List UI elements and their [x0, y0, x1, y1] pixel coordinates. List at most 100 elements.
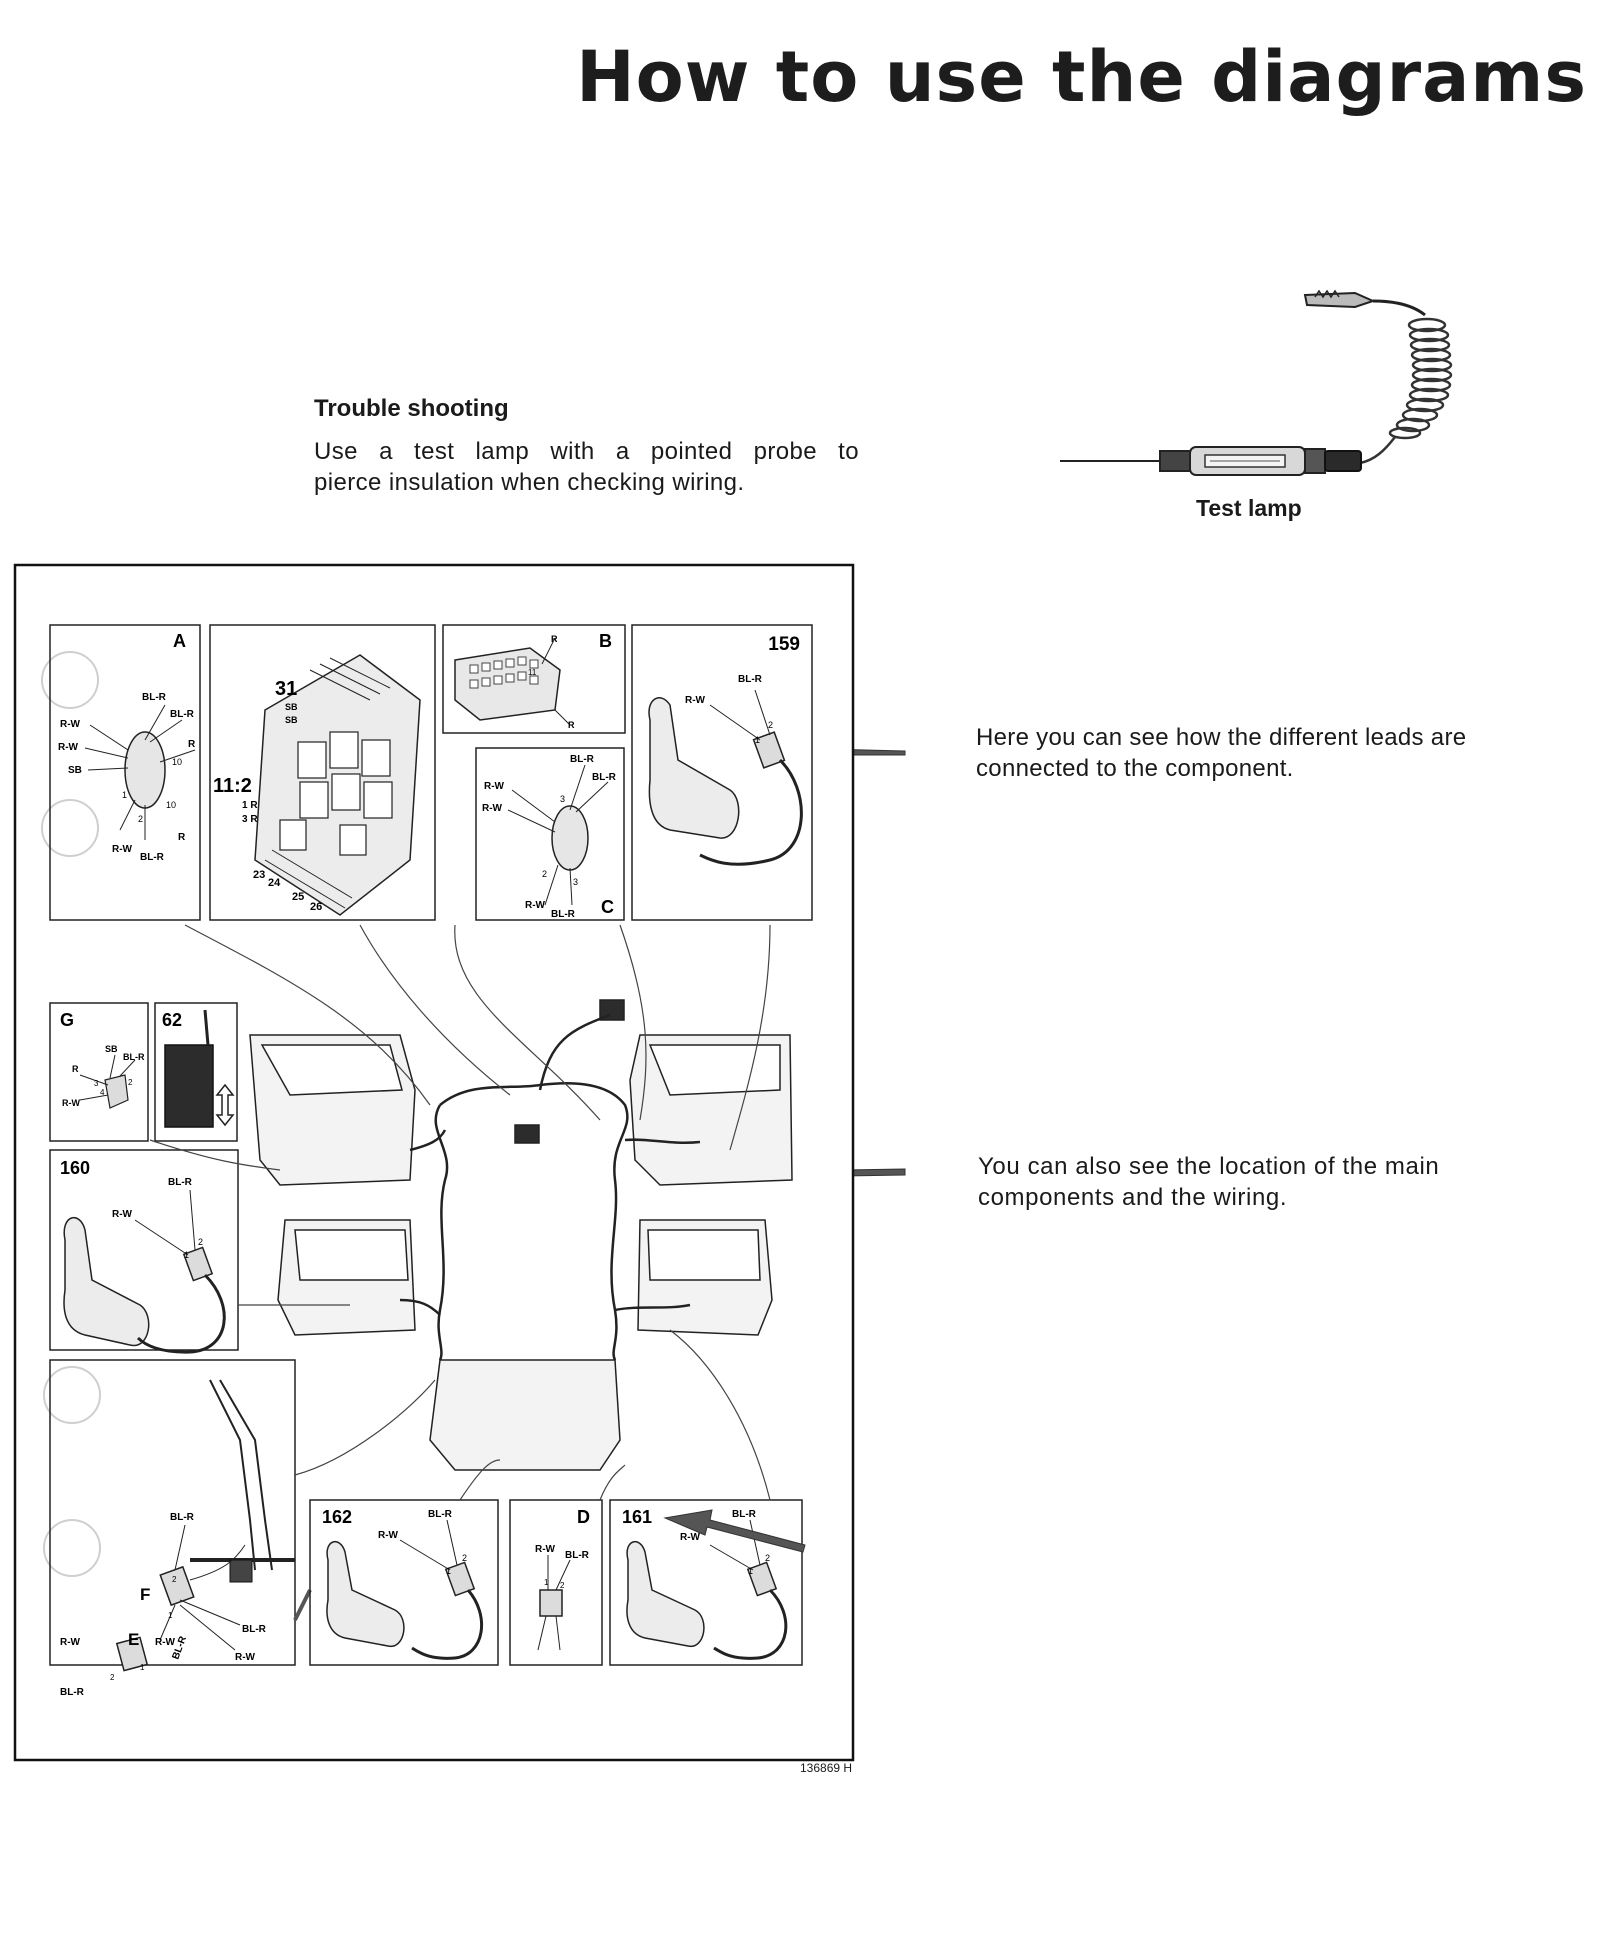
relay-box [599, 999, 625, 1021]
lock-motor-162 [326, 1541, 405, 1647]
wiring-diagram: A BL-R BL-R R-W R-W SB R 10 10 R R-W BL-… [13, 563, 855, 1762]
panel-c-wire-label: BL-R [551, 909, 576, 920]
panel-ef-wire-label: BL-R [170, 1512, 195, 1523]
panel-160-wire-label: BL-R [168, 1177, 193, 1188]
panel-c-pin-label: 3 [560, 794, 565, 804]
trouble-shooting-line-2: pierce insulation when checking wiring. [314, 469, 745, 496]
trouble-shooting-line-1: Use a test lamp with a pointed probe to [314, 438, 859, 465]
switch-e [115, 1636, 149, 1672]
panel-62-label: 62 [162, 1010, 182, 1030]
panel-a-wire-label: R-W [58, 742, 79, 753]
note-leads-connection: Here you can see how the different leads… [976, 724, 1467, 782]
panel-d-wire-label: R-W [535, 1544, 556, 1555]
panel-ef-wire-label: BL-R [60, 1687, 85, 1698]
fuse-box-wire-label: SB [285, 702, 298, 712]
panel-160-pin-label: 2 [198, 1237, 203, 1247]
panel-c-wire-label: R-W [482, 803, 503, 814]
panel-a-pin-label: 1 [122, 790, 127, 800]
panel-e-label: E [128, 1630, 139, 1649]
panel-c-connector [551, 805, 589, 871]
panel-a-pin-label: 10 [172, 757, 182, 767]
central-lock-unit-62 [164, 1044, 214, 1128]
panel-a-connector [124, 731, 166, 809]
panel-d-pin-label: 2 [560, 1581, 565, 1590]
panel-ef-wire-label: R-W [155, 1637, 176, 1648]
panel-a-wire-label: BL-R [170, 709, 195, 720]
panel-ef-pin-label: 1 [140, 1663, 145, 1672]
panel-31-label: 31 [275, 678, 297, 700]
panel-a-wire-label: R [178, 832, 186, 843]
panel-162-pin-label: 2 [462, 1553, 467, 1563]
panel-62: 62 [154, 1002, 238, 1142]
panel-b-wire-label: R [568, 720, 575, 730]
fuse-label: 25 [292, 891, 304, 903]
panel-159-wire-label: BL-R [738, 674, 763, 685]
panel-g-wire-label: R [72, 1064, 79, 1074]
panel-c-label: C [601, 897, 614, 917]
panel-159-wire-label: R-W [685, 695, 706, 706]
panel-g-pin-label: 3 [94, 1079, 99, 1088]
panel-d-wire-label: BL-R [565, 1550, 590, 1561]
panel-161-pin-label: 1 [748, 1566, 753, 1576]
panel-f-label: F [140, 1585, 150, 1604]
panel-161-pin-label: 2 [765, 1553, 770, 1563]
lock-motor-159 [648, 697, 740, 839]
panel-160-pin-label: 1 [184, 1250, 189, 1260]
panel-c-wire-label: BL-R [592, 772, 617, 783]
panel-ef-pin-label: 1 [168, 1611, 173, 1620]
lock-motor-161 [626, 1541, 705, 1647]
panel-a-wire-label: R-W [112, 844, 133, 855]
trouble-shooting-heading: Trouble shooting [314, 395, 509, 422]
panel-a-wire-label: BL-R [142, 692, 167, 703]
wiring-harness [399, 1013, 701, 1361]
leader-lines [149, 924, 771, 1501]
panel-b-label: B [599, 631, 612, 651]
panel-a-wire-label: SB [68, 765, 82, 776]
panel-e-f: BL-R F BL-R R-W E R-W BL-R R-W BL-R 1 2 … [49, 1359, 312, 1698]
panel-d-connector [539, 1589, 563, 1617]
panel-g-label: G [60, 1010, 74, 1030]
panel-d: D R-W BL-R 1 2 [509, 1499, 603, 1666]
arrow-to-161-icon [663, 1509, 806, 1553]
panel-b-pin-label: 11 [528, 668, 537, 677]
diagram-reference-number: 136869 H [800, 1761, 853, 1775]
car-layout [249, 999, 793, 1471]
panel-162: 162 BL-R R-W 2 1 [309, 1499, 499, 1666]
coiled-cable [1388, 317, 1453, 440]
panel-g-switch [104, 1074, 129, 1109]
fuse-label: 1 R [242, 800, 258, 811]
panel-a-wire-label: BL-R [140, 852, 165, 863]
panel-g-wire-label: SB [105, 1044, 118, 1054]
fuse-label: 3 R [242, 814, 258, 825]
panel-159-label: 159 [768, 634, 800, 655]
panel-c: C BL-R BL-R R-W R-W R-W BL-R 3 2 3 [475, 747, 625, 921]
panel-a-label: A [173, 631, 186, 651]
panel-a: A BL-R BL-R R-W R-W SB R 10 10 R R-W BL-… [49, 624, 201, 921]
panel-162-wire-label: BL-R [428, 1509, 453, 1520]
fuse-label: 26 [310, 901, 322, 913]
panel-161-wire-label: BL-R [732, 1509, 757, 1520]
panel-c-wire-label: BL-R [570, 754, 595, 765]
fuse-label: 24 [268, 877, 281, 889]
panel-c-pin-label: 3 [573, 877, 578, 887]
panel-b: B R 11 R [442, 624, 626, 734]
panel-g-wire-label: R-W [62, 1098, 80, 1108]
up-down-arrow-icon [215, 1083, 235, 1127]
panel-ef-wire-label: R-W [60, 1637, 81, 1648]
panel-d-pin-label: 1 [544, 1578, 549, 1587]
panel-a-wire-label: R-W [60, 719, 81, 730]
binder-holes [41, 651, 101, 1577]
panel-g-wire-label: BL-R [123, 1052, 145, 1062]
panel-159-pin-label: 1 [755, 735, 760, 745]
panel-a-pin-label: 10 [166, 800, 176, 810]
panel-161-wire-label: R-W [680, 1532, 701, 1543]
panel-162-wire-label: R-W [378, 1530, 399, 1541]
panel-159-pin-label: 2 [768, 720, 773, 730]
panel-b-wire-label: R [551, 634, 558, 644]
lock-motor-160 [63, 1216, 150, 1347]
note-component-location: You can also see the location of the mai… [978, 1153, 1440, 1211]
test-lamp-caption: Test lamp [1196, 495, 1302, 521]
panel-c-wire-label: R-W [525, 900, 546, 911]
panel-g-pin-label: 2 [128, 1078, 133, 1087]
alligator-clip [1303, 291, 1376, 309]
